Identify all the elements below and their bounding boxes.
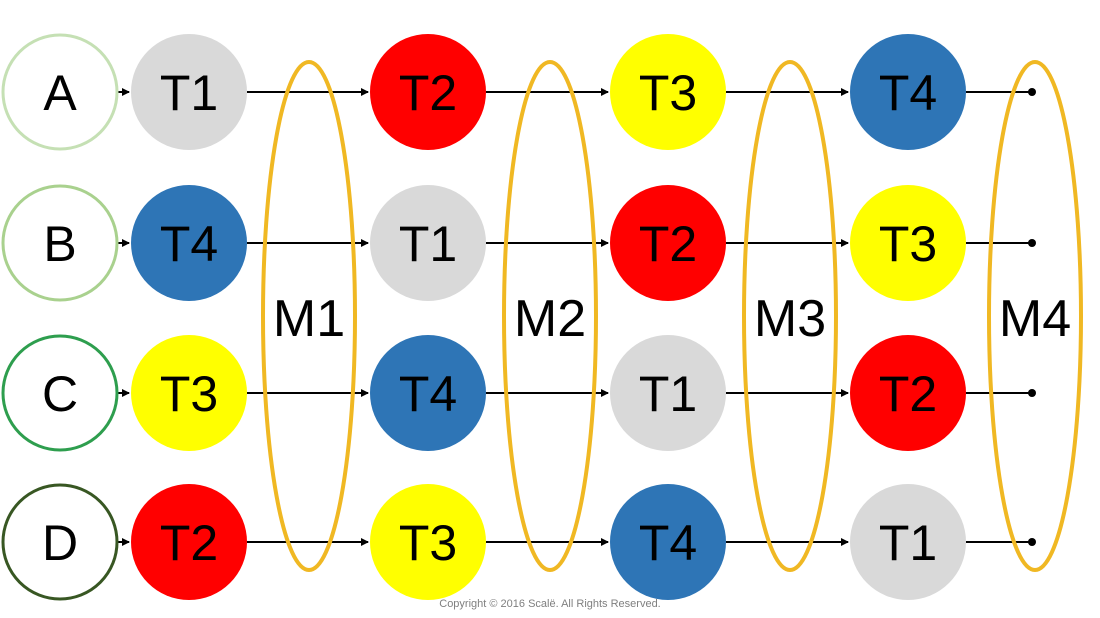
task-circle [131,484,247,600]
job-label: C [42,366,78,422]
job-label: B [43,216,76,272]
machine-label: M1 [273,290,345,348]
task-node-d-t3: T3 [370,484,486,600]
task-node-c-t2: T2 [850,335,966,451]
task-node-b-t1: T1 [370,185,486,301]
end-dot-B [1028,239,1036,247]
task-label: T2 [879,366,937,422]
task-node-d-t1: T1 [850,484,966,600]
task-label: T3 [399,515,457,571]
task-circle [370,34,486,150]
task-node-a-t2: T2 [370,34,486,150]
task-circle [131,34,247,150]
task-node-c-t3: T3 [131,335,247,451]
copyright-text: Copyright © 2016 Scalë. All Rights Reser… [439,598,661,610]
job-node-b: B [1,184,119,302]
task-circle [610,484,726,600]
machine-m2: M2 [502,60,598,572]
job-node-d: D [1,483,119,601]
task-label: T4 [639,515,697,571]
job-ring [1,483,119,601]
task-circle [850,185,966,301]
machine-label: M3 [754,290,826,348]
task-circle [370,185,486,301]
machine-label: M4 [999,290,1071,348]
task-node-b-t2: T2 [610,185,726,301]
job-node-a: A [1,33,119,151]
task-node-a-t1: T1 [131,34,247,150]
machine-m4: M4 [987,60,1083,572]
task-circle [370,484,486,600]
machine-m3: M3 [742,60,838,572]
job-label: A [43,65,77,121]
task-label: T1 [160,65,218,121]
task-node-d-t2: T2 [131,484,247,600]
machine-ellipse [742,60,838,572]
task-node-b-t3: T3 [850,185,966,301]
job-label: D [42,515,78,571]
task-label: T4 [160,216,218,272]
task-label: T2 [639,216,697,272]
task-label: T3 [160,366,218,422]
job-ring [1,184,119,302]
job-node-c: C [1,334,119,452]
task-label: T1 [399,216,457,272]
task-circle [610,185,726,301]
machine-ellipse [502,60,598,572]
task-label: T3 [639,65,697,121]
task-node-c-t1: T1 [610,335,726,451]
end-dot-A [1028,88,1036,96]
task-node-a-t3: T3 [610,34,726,150]
task-label: T3 [879,216,937,272]
job-ring [1,334,119,452]
task-label: T2 [160,515,218,571]
end-dot-C [1028,389,1036,397]
task-circle [131,185,247,301]
task-circle [850,335,966,451]
task-circle [131,335,247,451]
machine-m1: M1 [261,60,357,572]
task-circle [370,335,486,451]
job-ring [1,33,119,151]
task-node-c-t4: T4 [370,335,486,451]
task-label: T2 [399,65,457,121]
machine-ellipse [987,60,1083,572]
machine-ellipse [261,60,357,572]
task-circle [850,484,966,600]
task-label: T1 [639,366,697,422]
machine-ellipses-layer: M1 M2 M3 M4 [261,60,1083,572]
machine-label: M2 [514,290,586,348]
task-circle [610,335,726,451]
task-circle [610,34,726,150]
task-node-a-t4: T4 [850,34,966,150]
task-node-d-t4: T4 [610,484,726,600]
task-label: T4 [879,65,937,121]
task-label: T4 [399,366,457,422]
task-label: T1 [879,515,937,571]
task-node-b-t4: T4 [131,185,247,301]
task-circle [850,34,966,150]
end-dot-D [1028,538,1036,546]
